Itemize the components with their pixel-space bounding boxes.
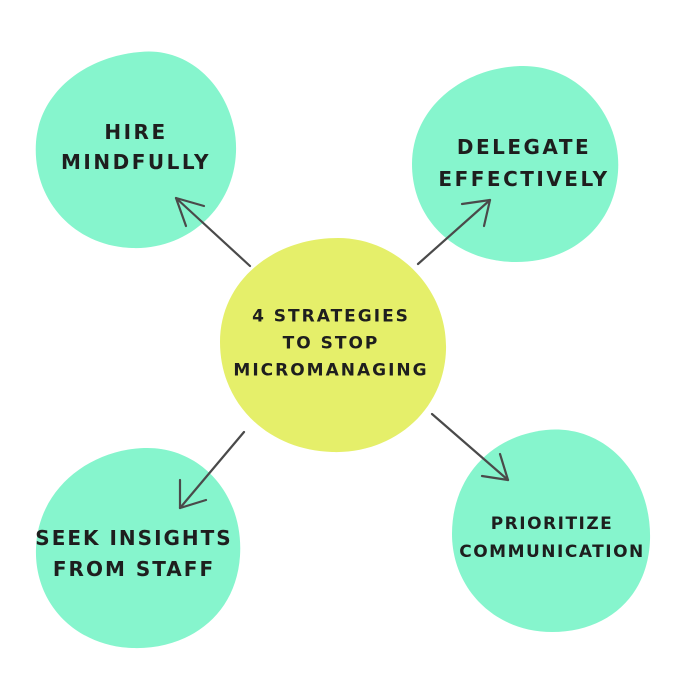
node-label-line-2: FROM STAFF: [52, 557, 216, 581]
center-title: 4 STRATEGIES TO STOP MICROMANAGING: [233, 304, 428, 385]
node-circle-prioritize-communication: [452, 429, 651, 632]
node-label-line-2: EFFECTIVELY: [438, 167, 610, 191]
node-label-line-1: HIRE: [104, 120, 168, 144]
node-circle-hire-mindfully: [35, 51, 237, 249]
node-label-line-2: COMMUNICATION: [459, 542, 645, 562]
node-label-hire-mindfully: HIRE MINDFULLY: [61, 117, 211, 177]
arrow-to-delegate-effectively: [416, 198, 492, 266]
node-label-line-1: DELEGATE: [456, 135, 592, 159]
arrow-to-prioritize-communication: [430, 412, 510, 482]
center-title-line-3: MICROMANAGING: [233, 360, 429, 381]
center-title-line-1: 4 STRATEGIES: [252, 306, 410, 327]
node-label-delegate-effectively: DELEGATE EFFECTIVELY: [438, 131, 609, 195]
node-label-line-1: SEEK INSIGHTS: [35, 526, 233, 550]
node-label-line-2: MINDFULLY: [61, 150, 211, 174]
node-label-line-1: PRIORITIZE: [490, 514, 614, 534]
node-label-prioritize-communication: PRIORITIZE COMMUNICATION: [459, 510, 645, 566]
arrow-to-seek-insights: [178, 430, 246, 510]
center-title-line-2: TO STOP: [282, 333, 380, 354]
node-label-seek-insights: SEEK INSIGHTS FROM STAFF: [35, 523, 232, 585]
node-circle-delegate-effectively: [412, 65, 619, 262]
arrow-to-hire-mindfully: [174, 196, 252, 268]
center-circle: [220, 238, 447, 453]
